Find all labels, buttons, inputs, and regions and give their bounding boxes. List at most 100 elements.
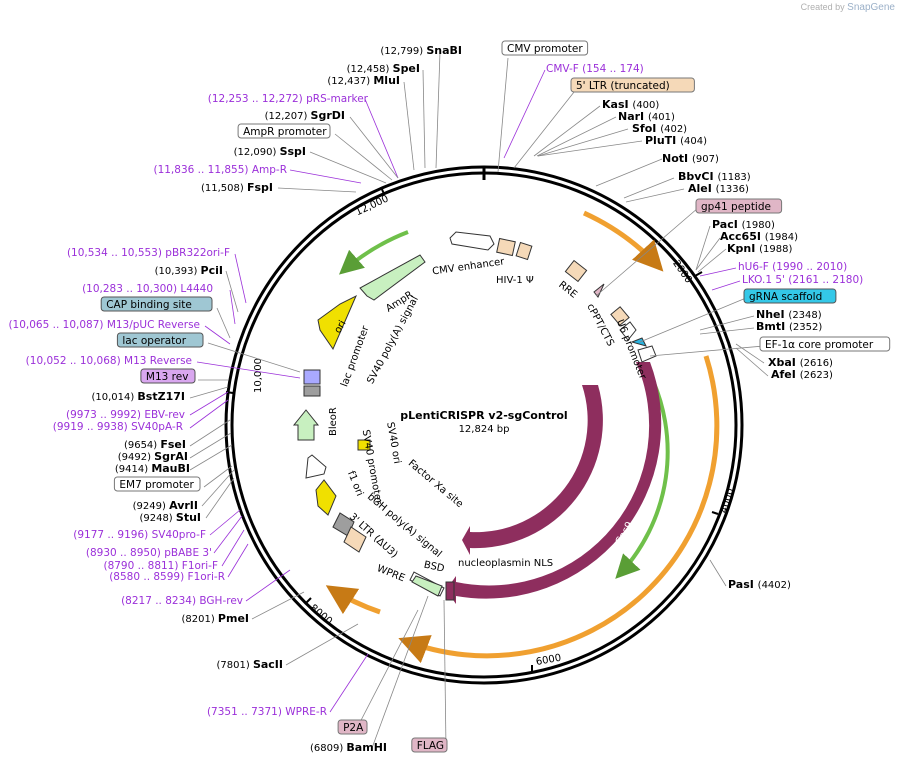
- plasmid-title: pLentiCRISPR v2-sgControl: [400, 409, 567, 422]
- feature-label: f1 ori: [345, 470, 365, 498]
- restriction-site-label: (12,207) SgrDI: [265, 109, 345, 122]
- feature-box-label: AmpR promoter: [243, 126, 327, 138]
- primer-label: (9177 .. 9196) SV40pro-F: [73, 529, 206, 541]
- sv40-promoter-shape: [305, 454, 327, 479]
- restriction-site-label: (9249) AvrII: [133, 499, 198, 512]
- ampr-arrow: [359, 254, 426, 301]
- feature-label: cPPT/CTS: [584, 302, 616, 348]
- restriction-site-label: (12,458) SpeI: [347, 62, 420, 75]
- outer-feature-arcs: [325, 210, 720, 664]
- restriction-site-label: (8201) PmeI: [181, 612, 249, 625]
- gp41-shape: [593, 283, 605, 298]
- sv40-ori-shape: [357, 439, 371, 451]
- feature-label: BleoR: [328, 407, 339, 436]
- feature-box: [237, 123, 331, 139]
- primer-label: (8217 .. 8234) BGH-rev: [121, 595, 243, 607]
- p2a-shape: [445, 581, 455, 601]
- feature-box-label: EM7 promoter: [119, 479, 194, 491]
- restriction-site-label: AleI (1336): [688, 182, 749, 195]
- feature-label: Factor Xa site: [406, 458, 465, 510]
- outer-labels: (12,799) SnaBI (12,458) SpeI(12,437) MluI…: [8, 40, 891, 754]
- feature-box-label: gRNA scaffold: [749, 291, 822, 303]
- credit-prefix: Created by: [800, 2, 845, 12]
- f1-ori-shape: [315, 479, 337, 516]
- primer-label: (8790 .. 8811) F1ori-F: [103, 560, 218, 572]
- u6-shape: [619, 321, 637, 341]
- feature-label: SV40 ori: [384, 421, 402, 464]
- primer-label: CMV-F (154 .. 174): [546, 63, 644, 75]
- restriction-site-label: (12,090) SspI: [234, 145, 306, 158]
- psi-shape: [515, 241, 533, 261]
- feature-label: CMV enhancer: [432, 256, 506, 277]
- bgh-shape: [332, 512, 355, 537]
- restriction-site-label: NarI (401): [618, 110, 675, 123]
- restriction-site-label: KpnI (1988): [727, 242, 793, 255]
- cmv-enhancer-shape: [449, 231, 495, 251]
- tick-label: 6000: [535, 653, 562, 668]
- feature-box-label: CAP binding site: [106, 299, 192, 311]
- bleor-arrow: [292, 409, 320, 441]
- cas9-arc-outer: [446, 362, 662, 604]
- restriction-site-label: (9654) FseI: [124, 438, 186, 451]
- restriction-site-label: XbaI (2616): [768, 356, 833, 369]
- feature-box: [337, 719, 368, 735]
- primer-label: LKO.1 5' (2161 .. 2180): [742, 274, 863, 286]
- restriction-site-label: (6809) BamHI: [310, 741, 387, 754]
- feature-box-label: M13 rev: [146, 371, 189, 383]
- feature-box-label: gp41 peptide: [701, 201, 771, 213]
- sv40-polya-shape: [303, 385, 321, 397]
- feature-label: HIV-1 Ψ: [496, 275, 534, 286]
- restriction-site-label: AfeI (2623): [771, 368, 833, 381]
- ori-arrow: [317, 294, 358, 351]
- feature-box-label: lac operator: [122, 335, 186, 347]
- feature-box: [411, 737, 448, 753]
- feature-box: [501, 40, 589, 56]
- feature-box: [695, 198, 783, 214]
- lac-operator-shape: [303, 369, 321, 385]
- primer-label: (10,065 .. 10,087) M13/pUC Reverse: [8, 319, 200, 331]
- rre-shape: [564, 259, 588, 283]
- restriction-site-label: PacI (1980): [712, 218, 775, 231]
- restriction-site-label: NheI (2348): [756, 308, 822, 321]
- feature-shapes: [292, 231, 662, 604]
- primer-label: (10,052 .. 10,068) M13 Reverse: [26, 355, 192, 367]
- grna-shape: [630, 337, 647, 347]
- restriction-site-label: (11,508) FspI: [201, 181, 273, 194]
- plasmid-length: 12,824 bp: [459, 424, 510, 435]
- snapgene-logo: SnapGene: [847, 2, 895, 13]
- feature-box-label: CMV promoter: [507, 43, 583, 55]
- feature-box: [116, 332, 204, 348]
- restriction-site-label: (10,014) BstZ17I: [91, 390, 185, 403]
- primer-label: (8930 .. 8950) pBABE 3': [86, 547, 212, 559]
- primer-label: (11,836 .. 11,855) Amp-R: [153, 164, 287, 176]
- feature-label: bGH poly(A) signal: [365, 491, 444, 559]
- feature-box-label: 5' LTR (truncated): [576, 80, 670, 92]
- restriction-site-label: (9492) SgrAI: [118, 450, 188, 463]
- restriction-site-label: BbvCI (1183): [678, 170, 751, 183]
- restriction-site-label: PasI (4402): [728, 578, 791, 591]
- feature-label: BSD: [423, 560, 446, 575]
- snapgene-credit: Created by SnapGene: [801, 2, 895, 13]
- restriction-site-label: (12,799) SnaBI: [380, 44, 462, 57]
- leader-lines: [189, 51, 769, 749]
- feature-box: [570, 77, 695, 93]
- cppt-shape: [610, 306, 630, 326]
- feature-label: nucleoplasmin NLS: [458, 558, 553, 569]
- restriction-site-label: (9248) StuI: [139, 511, 201, 524]
- restriction-site-label: (9414) MauBI: [115, 462, 190, 475]
- primer-label: hU6-F (1990 .. 2010): [738, 261, 847, 273]
- feature-box-label: P2A: [343, 722, 364, 734]
- restriction-site-label: BmtI (2352): [756, 320, 822, 333]
- primer-label: (10,534 .. 10,553) pBR322ori-F: [67, 247, 230, 259]
- ltr3-shape: [343, 526, 367, 553]
- feature-label: RRE: [556, 279, 579, 300]
- feature-box: [100, 296, 213, 312]
- restriction-site-label: (12,437) MluI: [327, 74, 400, 87]
- restriction-site-label: PluTI (404): [645, 134, 707, 147]
- restriction-site-label: NotI (907): [662, 152, 719, 165]
- restriction-site-label: SfoI (402): [632, 122, 687, 135]
- feature-label: WPRE: [375, 563, 406, 584]
- primer-label: (9919 .. 9938) SV40pA-R: [53, 421, 183, 433]
- feature-box: [743, 288, 837, 304]
